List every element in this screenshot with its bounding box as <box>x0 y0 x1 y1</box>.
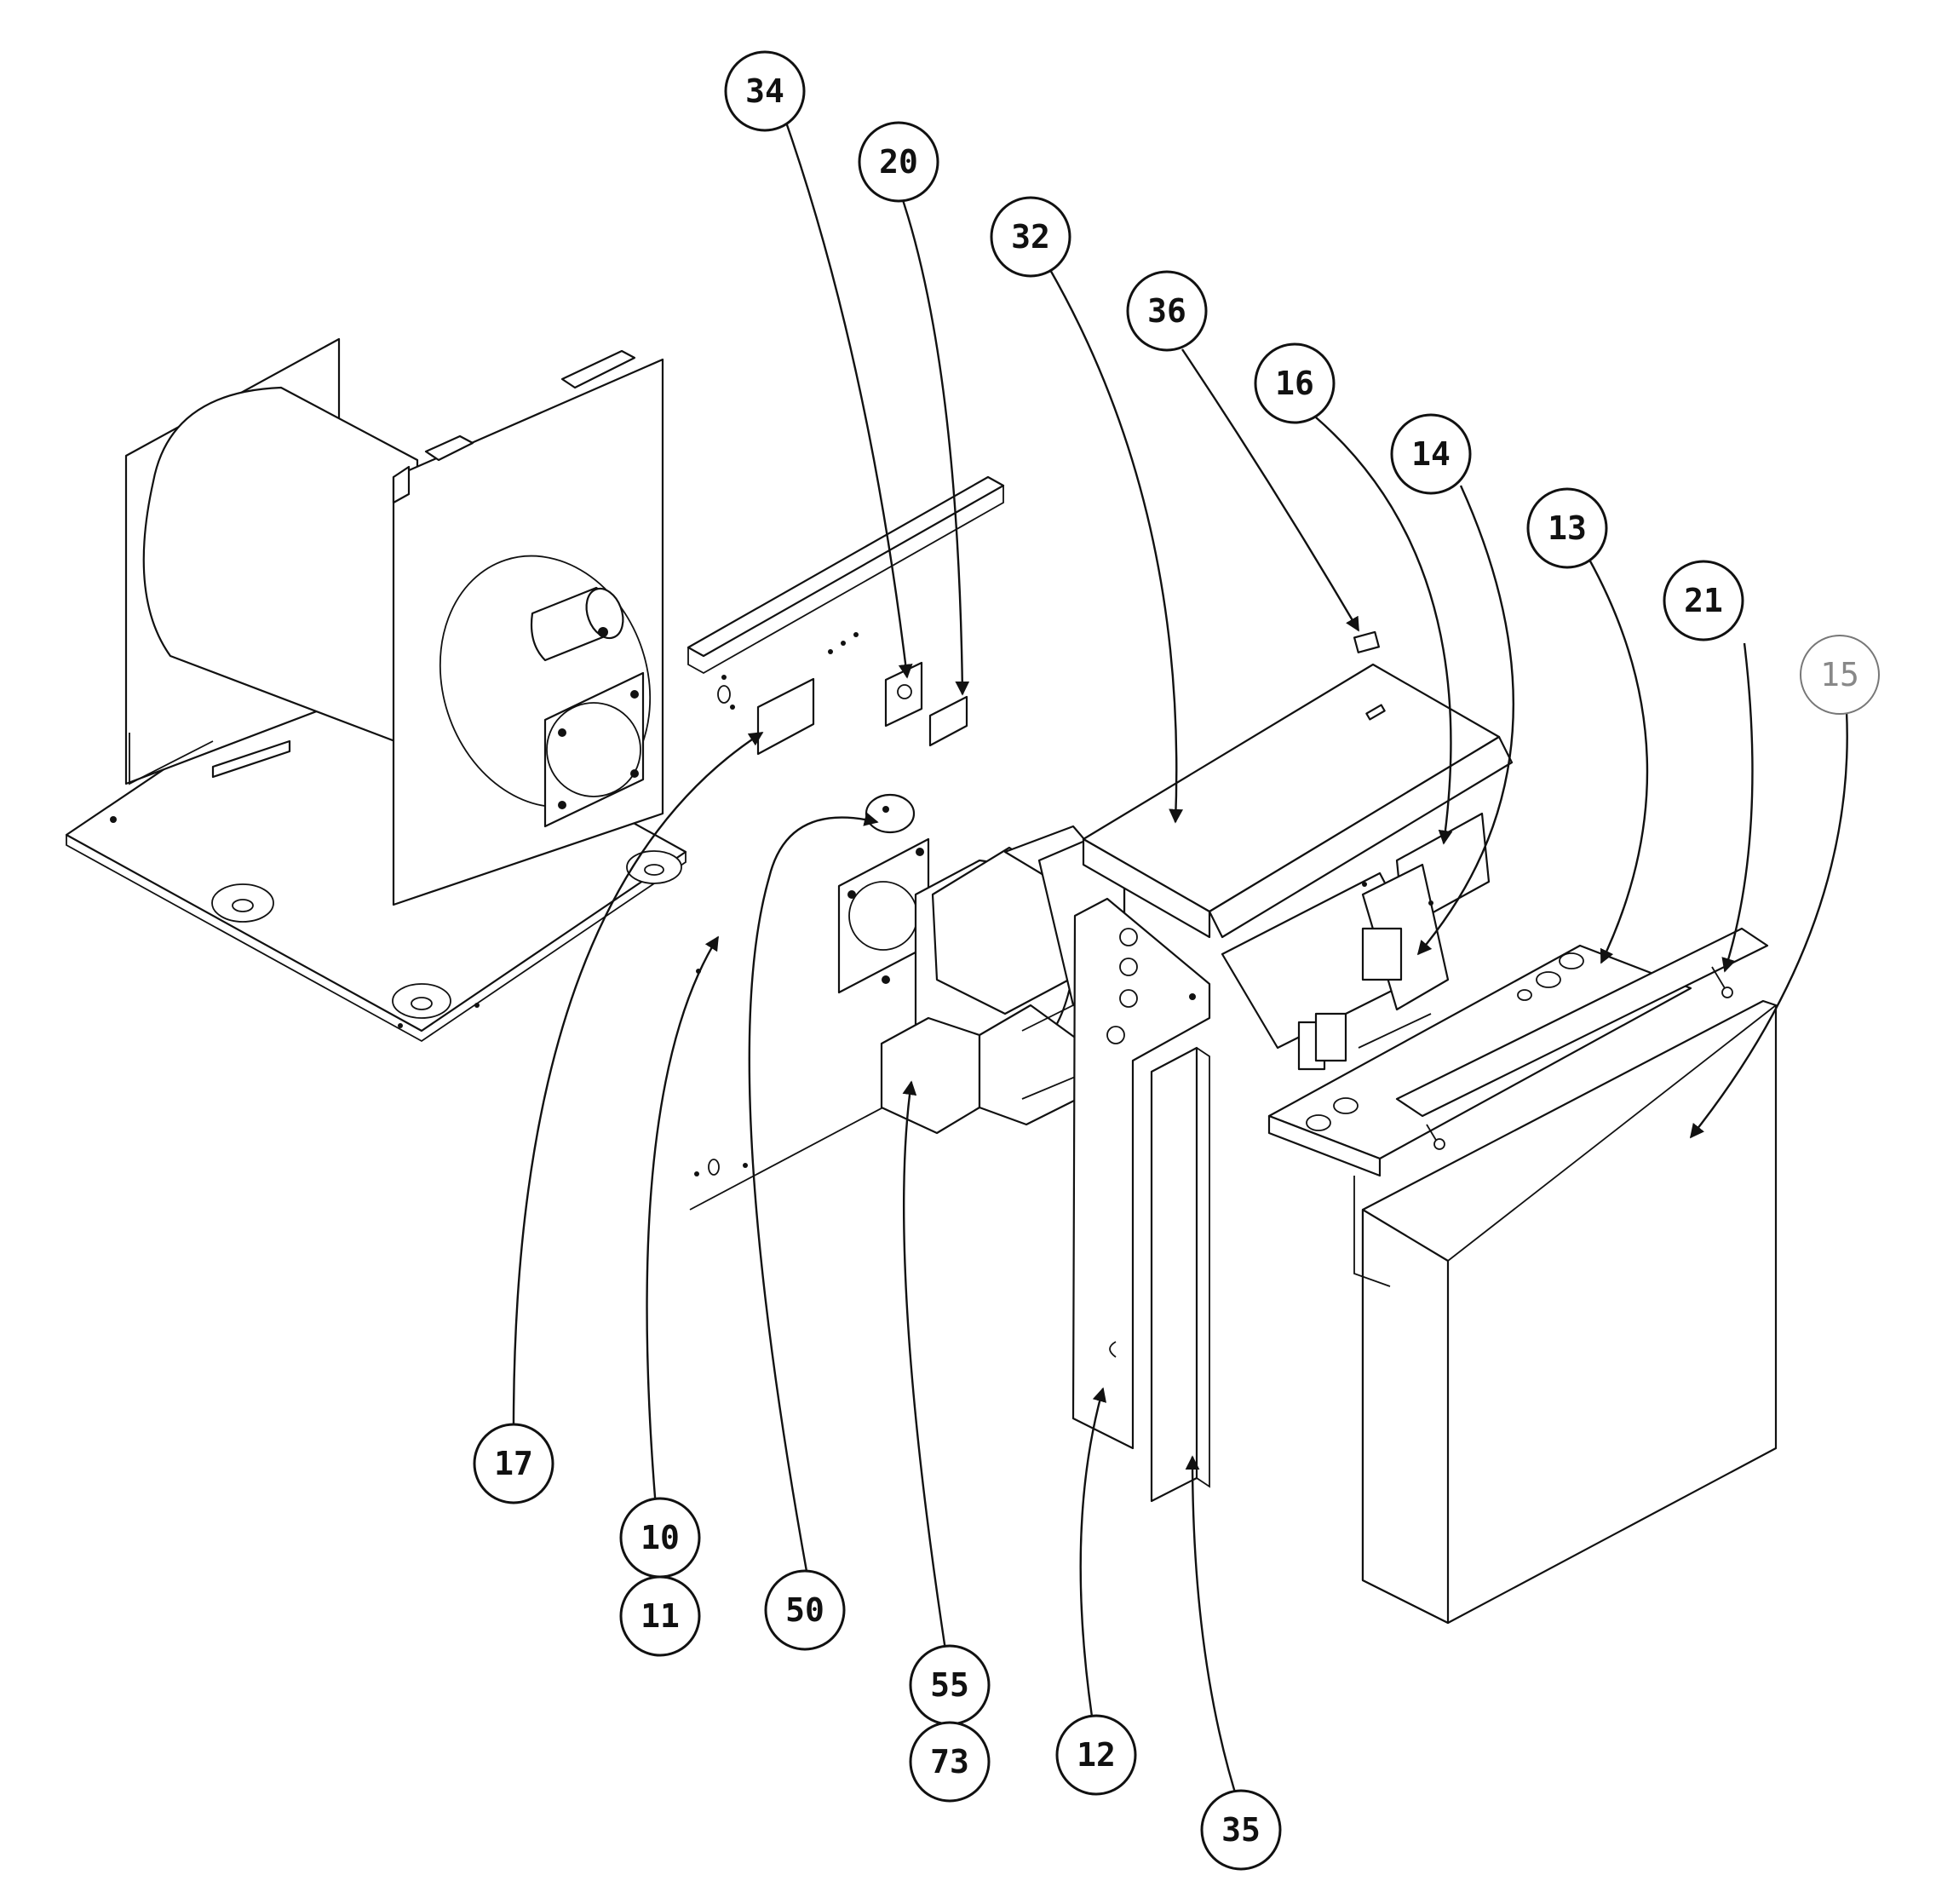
svg-text:32: 32 <box>1011 218 1050 256</box>
svg-text:16: 16 <box>1275 365 1314 402</box>
callout-50: 50 <box>764 1569 846 1651</box>
control-rail-part-13 <box>1267 944 1692 1177</box>
callout-35: 35 <box>1200 1789 1282 1871</box>
upper-rail <box>687 475 1005 710</box>
channel-part-35 <box>1150 1046 1210 1503</box>
svg-text:14: 14 <box>1411 435 1451 473</box>
plate-part-17 <box>756 677 815 756</box>
callout-16: 16 <box>1254 342 1336 424</box>
top-cover-part-32 <box>1082 663 1514 939</box>
svg-text:36: 36 <box>1147 292 1186 330</box>
callout-21: 21 <box>1663 560 1744 641</box>
grommet-part-50 <box>865 793 916 834</box>
callout-13: 13 <box>1526 487 1608 569</box>
base-plate <box>65 654 701 1043</box>
callout-55: 55 <box>909 1644 991 1726</box>
screw-part-21 <box>1426 966 1733 1150</box>
callout-11: 11 <box>619 1575 701 1657</box>
svg-text:12: 12 <box>1077 1736 1116 1774</box>
leader-lines <box>512 114 1848 1807</box>
control-board <box>1221 812 1491 1071</box>
svg-text:17: 17 <box>494 1445 533 1482</box>
bracket-part-34 <box>884 661 923 728</box>
switch-part-36 <box>1353 630 1380 653</box>
callout-36: 36 <box>1126 270 1208 352</box>
svg-text:10: 10 <box>641 1519 680 1556</box>
callout-14: 14 <box>1390 413 1472 495</box>
callout-10: 10 <box>619 1497 701 1579</box>
svg-text:13: 13 <box>1548 509 1587 547</box>
svg-text:11: 11 <box>641 1597 680 1635</box>
callout-34: 34 <box>724 50 806 132</box>
callout-32: 32 <box>990 196 1071 278</box>
svg-text:50: 50 <box>785 1591 824 1629</box>
callout-20: 20 <box>858 121 939 203</box>
blower-housing <box>124 337 664 906</box>
callout-17: 17 <box>473 1423 554 1504</box>
callout-73: 73 <box>909 1721 991 1803</box>
svg-text:34: 34 <box>745 72 784 110</box>
plate-part-20 <box>928 695 968 747</box>
callout-12: 12 <box>1055 1714 1137 1796</box>
svg-text:21: 21 <box>1684 582 1723 619</box>
door-part-15 <box>1353 927 1778 1625</box>
callout-15: 15 <box>1800 635 1880 715</box>
svg-text:55: 55 <box>930 1666 969 1704</box>
bracket-part-12 <box>1071 897 1211 1450</box>
svg-text:15: 15 <box>1820 656 1859 693</box>
panel-outline <box>689 1094 908 1211</box>
svg-text:73: 73 <box>930 1743 969 1780</box>
svg-text:35: 35 <box>1221 1811 1261 1849</box>
svg-text:20: 20 <box>879 143 918 181</box>
